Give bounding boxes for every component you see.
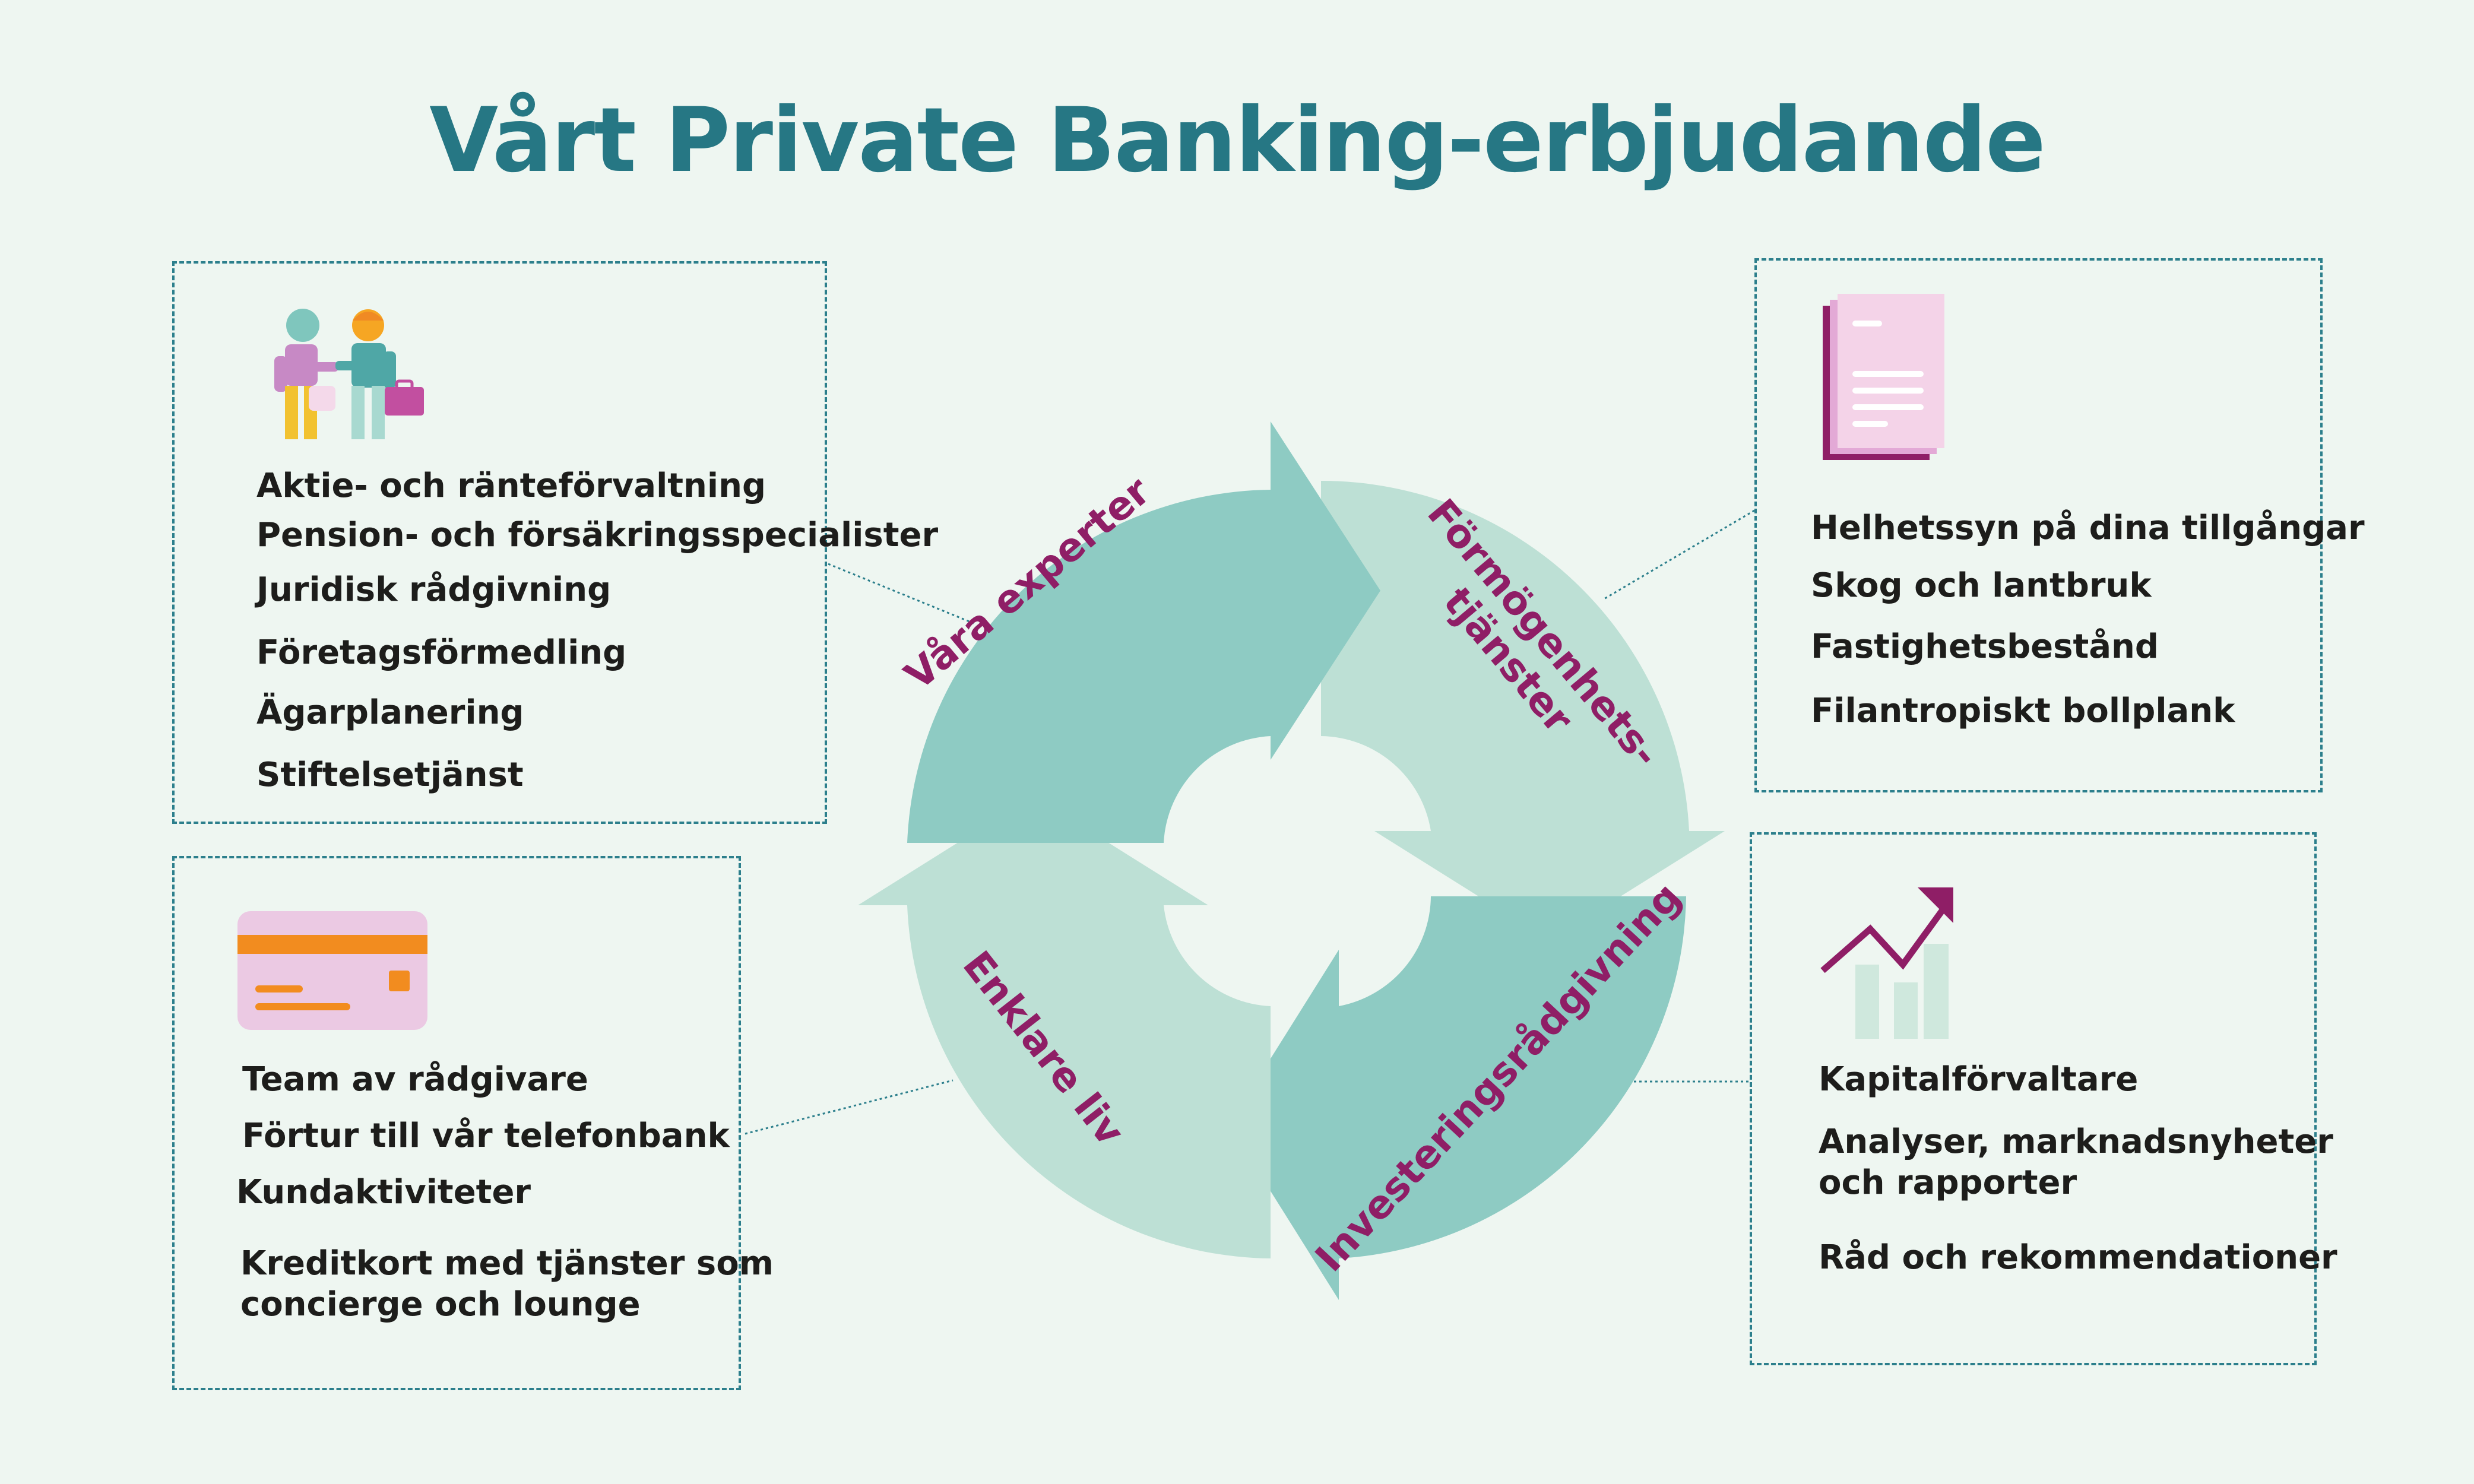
list-item: Skog och lantbruk: [1811, 566, 2152, 605]
list-item: Fastighetsbestånd: [1811, 627, 2159, 666]
list-item: Helhetssyn på dina tillgångar: [1811, 509, 2365, 547]
list-item: concierge och lounge: [240, 1285, 641, 1324]
box-life: [172, 856, 741, 1390]
list-item: Analyser, marknadsnyheter: [1819, 1122, 2333, 1161]
list-item: Företagsförmedling: [256, 633, 627, 672]
list-item: Filantropiskt bollplank: [1811, 692, 2235, 730]
list-item: Aktie- och ränteförvaltning: [256, 467, 766, 505]
list-item: Juridisk rådgivning: [256, 570, 612, 609]
list-item: Kreditkort med tjänster som: [240, 1244, 774, 1283]
connector-experts: [828, 563, 974, 624]
box-wealth: [1754, 258, 2323, 792]
list-item: Kapitalförvaltare: [1819, 1060, 2139, 1099]
document-icon: [1823, 294, 1944, 460]
growth-chart-icon: [1820, 887, 1953, 1039]
handshake-people-icon: [274, 309, 424, 439]
connector-life: [745, 1079, 954, 1135]
credit-card-icon: [237, 911, 427, 1030]
list-item: och rapporter: [1819, 1163, 2077, 1202]
list-item: Team av rådgivare: [242, 1060, 588, 1099]
box-investment: [1750, 832, 2317, 1365]
segment-wealth: [1321, 480, 1725, 941]
page-title: Vårt Private Banking-erbjudande: [429, 89, 2046, 192]
segment-life: [858, 795, 1271, 1258]
list-item: Förtur till vår telefonbank: [242, 1117, 730, 1155]
segment-investment: [1229, 896, 1686, 1300]
connector-wealth: [1602, 509, 1755, 601]
list-item: Stiftelsetjänst: [256, 756, 524, 794]
list-item: Kundaktiviteter: [236, 1173, 531, 1212]
segment-experts: [907, 421, 1380, 843]
list-item: Pension- och försäkringsspecialister: [256, 516, 939, 554]
box-experts: [172, 261, 827, 824]
list-item: Ägarplanering: [256, 693, 524, 732]
list-item: Råd och rekommendationer: [1819, 1238, 2337, 1277]
